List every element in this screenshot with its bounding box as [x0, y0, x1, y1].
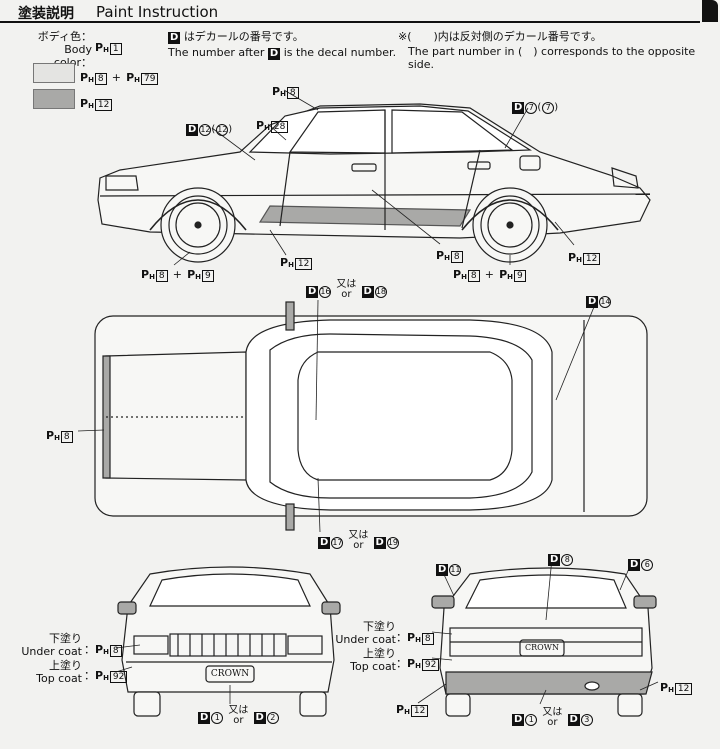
- rear-view-car: [431, 567, 657, 717]
- swatch-light: [33, 63, 75, 83]
- front-plate-text: CROWN: [210, 669, 250, 679]
- rear-plate-text: CROWN: [525, 643, 559, 652]
- swatch-dark: [33, 89, 75, 109]
- header-bar: [0, 0, 720, 23]
- decal-note: D はデカールの番号です。 The number after D is the …: [168, 30, 397, 60]
- side-view-car: [97, 103, 651, 263]
- decal-icon: D: [168, 32, 181, 44]
- top-view-car: [94, 301, 648, 531]
- title-en: Paint Instruction: [96, 3, 219, 21]
- title-jp: 塗装説明: [18, 6, 74, 22]
- front-view-car: [117, 566, 341, 717]
- opposite-side-note: ※( )内は反対側のデカール番号です。 The part number in (…: [398, 30, 696, 71]
